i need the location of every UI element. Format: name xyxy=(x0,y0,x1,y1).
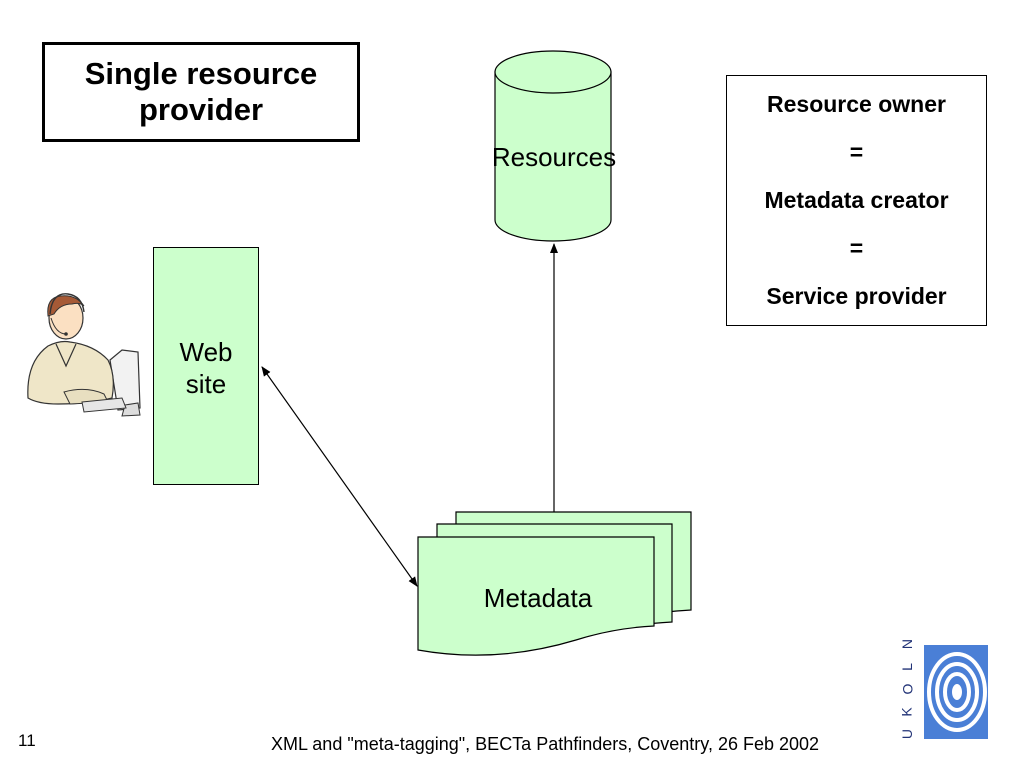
equation-line-service-provider: Service provider xyxy=(766,283,947,310)
logo-letter-o: O xyxy=(898,683,915,695)
slide-title-box: Single resource provider xyxy=(42,42,360,142)
equation-line-metadata-creator: Metadata creator xyxy=(764,186,949,213)
equation-line-equals-2: = xyxy=(849,235,864,262)
website-label-line-1: Web xyxy=(179,337,233,367)
metadata-documents-shape xyxy=(417,511,692,656)
website-label-line-2: site xyxy=(185,369,227,399)
logo-letter-l: L xyxy=(898,662,915,671)
slide-number: 11 xyxy=(18,731,36,750)
website-node: Web site xyxy=(153,247,259,485)
arrow-website-metadata xyxy=(261,366,418,587)
role-equation-box: Resource owner = Metadata creator = Serv… xyxy=(726,75,987,326)
logo-letter-n: N xyxy=(899,638,915,650)
metadata-label: Metadata xyxy=(483,583,593,613)
logo-letter-k: K xyxy=(899,706,915,717)
user-at-computer-icon xyxy=(27,293,141,417)
slide-title-line-1: Single resource xyxy=(84,56,318,91)
footer-caption: XML and "meta-tagging", BECTa Pathfinder… xyxy=(270,734,820,754)
resources-label: Resources xyxy=(491,142,617,172)
resources-database-shape xyxy=(494,50,612,242)
equation-line-resource-owner: Resource owner xyxy=(767,90,946,117)
equation-line-equals-1: = xyxy=(849,138,864,165)
ukoln-logo-icon xyxy=(924,645,988,739)
ukoln-logo-letters: U K O L N xyxy=(894,636,920,742)
slide-title-line-2: provider xyxy=(138,92,264,127)
